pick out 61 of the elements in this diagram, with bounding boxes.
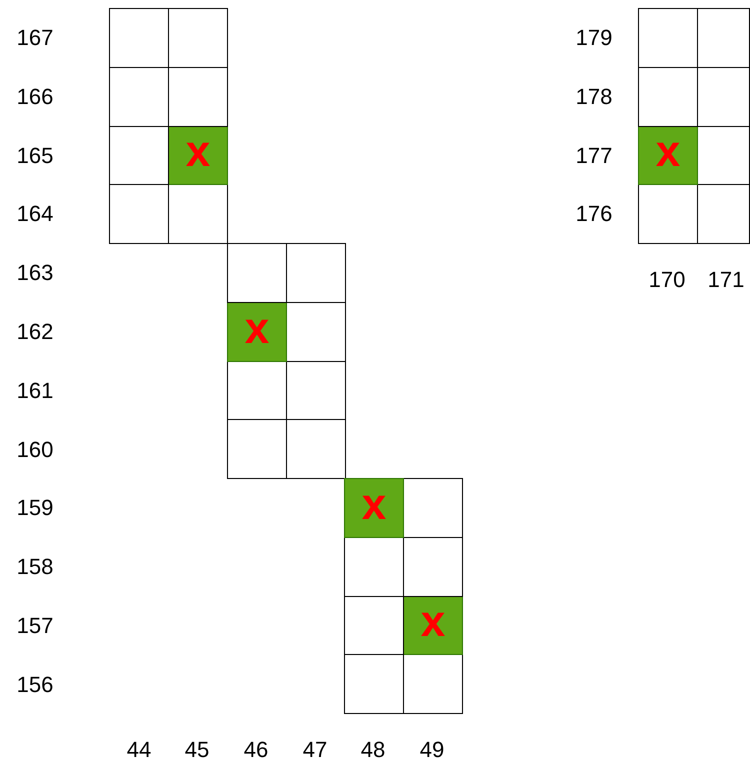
row-number: 178 [576,86,612,108]
grid-cell [169,68,228,126]
row-number: 167 [16,27,54,49]
grid-cell [698,185,750,244]
row-number: 159 [16,497,54,520]
row-number: 162 [16,321,54,343]
grid-cell [109,8,169,68]
cross-mark: x [656,130,680,174]
row-number: 176 [576,203,612,226]
row-number: 164 [16,203,54,226]
grid-cell [698,8,750,68]
grid-cell [287,420,346,479]
row-number: 165 [16,144,54,167]
grid-cell [638,185,698,244]
column-number: 44 [126,739,152,761]
grid-cell [638,8,698,68]
grid-cell [169,185,228,244]
column-number: 171 [708,269,744,291]
row-number: 161 [16,380,54,402]
row-number: 163 [16,262,54,284]
grid-cell [227,243,287,303]
grid-cell [344,596,404,656]
cross-mark: x [244,306,270,351]
column-number: 46 [244,739,268,761]
row-number: 157 [16,615,54,637]
column-number: 45 [184,739,210,761]
grid-cell [287,362,346,420]
column-number: 170 [648,269,686,291]
marked-grid-cell [169,126,228,186]
grid-cell [344,538,404,596]
grid-cell [109,126,169,186]
grid-cell [698,68,750,126]
row-number: 177 [576,144,612,167]
grid-cell [169,8,228,68]
row-number: 156 [16,674,54,696]
row-number: 158 [16,556,54,578]
grid-cell [404,478,463,538]
grid-cell [109,68,169,126]
grid-cell [404,655,463,714]
marked-grid-cell [404,596,463,656]
grid-cell [698,126,750,186]
grid-cell [227,420,287,479]
column-number: 49 [420,739,444,761]
marked-grid-cell [344,478,404,538]
grid-cell [638,68,698,126]
grid-cell [227,362,287,420]
cross-mark: x [362,482,386,527]
marked-grid-cell [638,126,698,186]
grid-cell [287,302,346,362]
cross-mark: x [186,130,210,174]
row-number: 160 [16,438,54,461]
grid-cell [109,185,169,244]
cross-mark: x [420,600,446,644]
grid-cell [344,655,404,714]
marked-grid-cell [227,302,287,362]
grid-cell [404,538,463,596]
grid-cell [287,243,346,303]
row-number: 166 [16,86,54,108]
column-number: 47 [302,739,328,761]
column-number: 48 [360,739,386,761]
row-number: 179 [576,27,612,49]
